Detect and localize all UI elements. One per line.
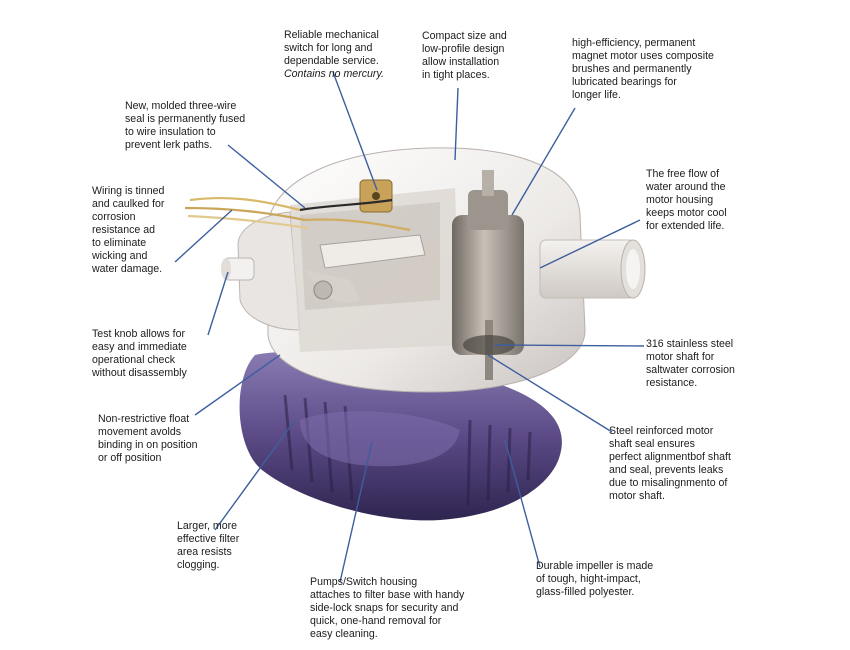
callout-float-movement: Non-restrictive float movement avolds bi…: [98, 413, 198, 464]
filter-base: [239, 351, 562, 521]
callout-compact-size: Compact size and low-profile design allo…: [422, 30, 507, 81]
callout-mechanical-switch: Reliable mechanical switch for long and …: [284, 16, 384, 94]
callout-wire-seal: New, molded three-wire seal is permanent…: [125, 100, 246, 151]
pump-housing: [237, 147, 586, 393]
callout-italic-note: Contains no mercury.: [284, 68, 384, 80]
leader-lines: [174, 71, 645, 583]
callout-housing: Pumps/Switch housing attaches to filter …: [310, 576, 465, 640]
discharge-pipe: [539, 239, 646, 299]
callout-filter-area: Larger, more effective filter area resis…: [177, 520, 240, 571]
test-knob: [221, 257, 255, 281]
callout-test-knob: Test knob allows for easy and immediate …: [92, 328, 187, 379]
wire-bundle: [184, 196, 411, 232]
callout-free-flow: The free flow of water around the motor …: [646, 168, 727, 232]
callout-impeller: Durable impeller is made of tough, hight…: [536, 560, 654, 598]
motor-assembly: [452, 170, 524, 380]
callout-steel-shaft: 316 stainless steel motor shaft for salt…: [646, 338, 735, 389]
callout-shaft-seal: Steel reinforced motor shaft seal ensure…: [609, 425, 731, 502]
callout-magnet-motor: high-efficiency, permanent magnet motor …: [572, 37, 714, 101]
callout-wiring: Wiring is tinned and caulked for corrosi…: [92, 185, 165, 275]
callout-text: Reliable mechanical switch for long and …: [284, 29, 379, 67]
